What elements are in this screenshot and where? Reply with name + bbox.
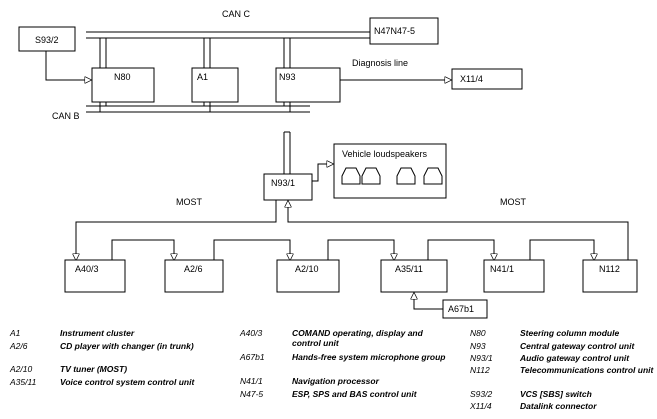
legend-description: COMAND operating, display and control un… — [292, 328, 423, 348]
module-n93-1[interactable] — [263, 173, 313, 201]
speaker-icon — [341, 167, 361, 185]
can-b-bus — [86, 102, 310, 174]
legend-code: A2/6 — [10, 341, 28, 351]
module-a67b1-label: A67b1 — [448, 304, 474, 314]
legend-code: S93/2 — [470, 389, 493, 399]
legend-code: N93 — [470, 341, 486, 351]
legend-description: Navigation processor — [292, 376, 379, 386]
legend-code: A1 — [10, 328, 21, 338]
module-s93-2[interactable] — [18, 26, 76, 52]
module-a40-3-label: A40/3 — [75, 264, 99, 274]
legend-code: A67b1 — [240, 352, 265, 362]
speaker-icon — [361, 167, 381, 185]
module-n41-1[interactable] — [483, 259, 545, 293]
module-n93-label: N93 — [279, 72, 296, 82]
module-n80[interactable] — [91, 67, 155, 103]
vehicle-loudspeakers-label: Vehicle loudspeakers — [342, 149, 428, 159]
module-a2-6-label: A2/6 — [184, 264, 203, 274]
legend-description: TV tuner (MOST) — [60, 364, 128, 374]
module-s93-2-label: S93/2 — [35, 35, 59, 45]
legend-description: Telecommunications control unit — [520, 365, 654, 375]
module-n47-label: N47N47-5 — [374, 26, 415, 36]
legend-code: N93/1 — [470, 353, 493, 363]
module-a2-10[interactable] — [276, 259, 340, 293]
module-n93[interactable] — [275, 67, 341, 103]
legend-description: Central gateway control unit — [520, 341, 635, 351]
a67b1-to-a35-11-arrow — [414, 293, 443, 310]
most-label-left: MOST — [176, 197, 203, 207]
can-b-label: CAN B — [52, 111, 80, 121]
legend-code: A35/11 — [10, 377, 37, 387]
legend-code: X11/4 — [470, 401, 492, 411]
module-n112[interactable] — [582, 259, 638, 293]
loudspeaker-icons — [341, 167, 443, 185]
legend-code: N112 — [470, 365, 490, 375]
vehicle-loudspeakers-box[interactable] — [333, 143, 447, 199]
legend-description: Datalink connector — [520, 401, 597, 411]
module-a2-10-label: A2/10 — [295, 264, 319, 274]
legend-description: Voice control system control unit — [60, 377, 195, 387]
most-ring — [76, 200, 629, 260]
module-x11-4-label: X11/4 — [460, 74, 483, 84]
legend-description: CD player with changer (in trunk) — [60, 341, 194, 351]
most-label-right: MOST — [500, 197, 527, 207]
module-n112-label: N112 — [599, 264, 620, 274]
module-n41-1-label: N41/1 — [490, 264, 514, 274]
legend-description: Instrument cluster — [60, 328, 135, 338]
module-a40-3[interactable] — [64, 259, 126, 293]
legend-description: Hands-free system microphone group — [292, 352, 446, 362]
legend-code: N47-5 — [240, 389, 264, 399]
module-a1[interactable] — [191, 67, 239, 103]
speaker-icon — [423, 167, 443, 185]
module-n93-1-label: N93/1 — [271, 178, 295, 188]
legend-description: ESP, SPS and BAS control unit — [292, 389, 417, 399]
legend-code: N80 — [470, 328, 486, 338]
module-a2-6[interactable] — [164, 259, 224, 293]
legend-description: Steering column module — [520, 328, 620, 338]
speaker-icon — [396, 167, 416, 185]
module-a35-11-label: A35/11 — [395, 264, 423, 274]
module-n47[interactable] — [369, 17, 439, 45]
diagnosis-line-label: Diagnosis line — [352, 58, 408, 68]
module-n80-label: N80 — [114, 72, 131, 82]
can-c-label: CAN C — [222, 9, 251, 19]
legend-code: A2/10 — [10, 364, 33, 374]
module-x11-4[interactable] — [451, 68, 523, 90]
s93-2-to-n80-arrow — [45, 51, 91, 80]
n93-1-to-speakers-arrow — [312, 164, 333, 182]
legend-code: N41/1 — [240, 376, 263, 386]
legend-description: VCS [SBS] switch — [520, 389, 592, 399]
legend-description: Audio gateway control unit — [520, 353, 630, 363]
legend-code: A40/3 — [240, 328, 263, 338]
can-c-bus — [86, 31, 370, 68]
module-a1-label: A1 — [197, 72, 208, 82]
module-a35-11[interactable] — [380, 259, 448, 293]
